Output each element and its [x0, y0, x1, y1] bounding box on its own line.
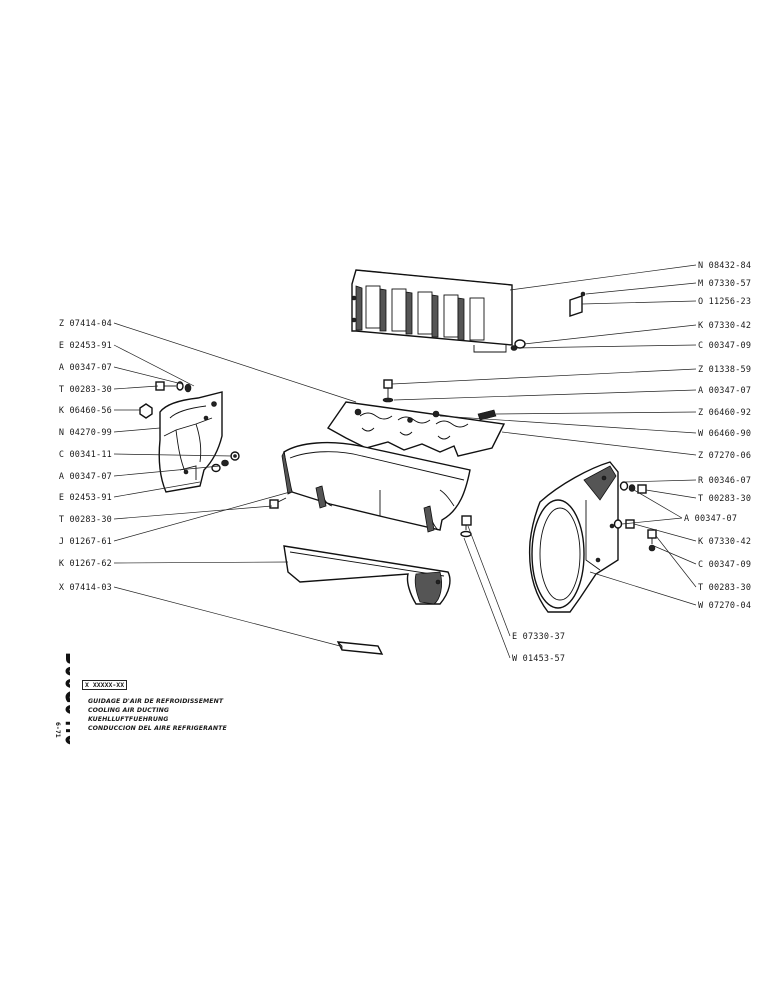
label-e-07330-37: E 07330-37: [512, 632, 565, 642]
label-k-06460-56: K 06460-56: [59, 406, 112, 416]
right-lower-bolt-set: [647, 529, 657, 552]
label-a-00347-07: A 00347-07: [59, 363, 112, 373]
label-w-01453-57: W 01453-57: [512, 654, 565, 664]
label-a-00347-07-2: A 00347-07: [59, 472, 112, 482]
label-z-01338-59: Z 01338-59: [698, 365, 751, 375]
foam-strip-part: [336, 641, 384, 655]
left-duct-bolt: [269, 497, 287, 509]
title-spanish: CONDUCCION DEL AIRE REFRIGERANTE: [88, 725, 227, 732]
label-k-01267-62: K 01267-62: [59, 559, 112, 569]
label-a-00347-07-r: A 00347-07: [698, 386, 751, 396]
leader-lines-bottom: [463, 525, 511, 659]
label-c-00341-11: C 00341-11: [59, 450, 112, 460]
label-x-07414-03: X 07414-03: [59, 583, 112, 593]
model-code: X XXXXX-XX: [82, 680, 128, 690]
sheet-code: B06G04.0: [58, 652, 70, 746]
label-w-07270-04: W 07270-04: [698, 601, 751, 611]
label-e-02453-91: E 02453-91: [59, 341, 112, 351]
lower-cover-part: [283, 545, 451, 605]
label-a-00347-07-r2: A 00347-07: [684, 514, 737, 524]
label-w-06460-90: W 06460-90: [698, 429, 751, 439]
right-upper-bolt-set: [619, 481, 647, 494]
main-duct-housing-part: [281, 441, 471, 533]
sheet-date: 6-71: [54, 722, 62, 738]
label-k-07330-42: K 07330-42: [698, 321, 751, 331]
label-t-00283-30-2: T 00283-30: [59, 515, 112, 525]
label-o-11256-23: O 11256-23: [698, 297, 751, 307]
leader-lines-right: [391, 264, 697, 606]
part-labels-left: Z 07414-04 E 02453-91 A 00347-07 T 00283…: [59, 319, 112, 593]
label-z-07414-04: Z 07414-04: [59, 319, 112, 329]
leader-lines-left: [113, 322, 357, 647]
fan-shroud-part: [528, 461, 619, 613]
part-labels-bottom: E 07330-37 W 01453-57: [512, 632, 565, 664]
label-z-06460-92: Z 06460-92: [698, 408, 751, 418]
title-french: GUIDAGE D'AIR DE REFROIDISSEMENT: [88, 698, 224, 705]
part-labels-right: N 08432-84 M 07330-57 O 11256-23 K 07330…: [684, 261, 751, 611]
label-t-00283-30-r: T 00283-30: [698, 494, 751, 504]
vertical-bolt-part: [382, 379, 394, 403]
label-e-02453-91-2: E 02453-91: [59, 493, 112, 503]
sheet-code-block: B06G04.0: [58, 652, 70, 746]
hex-nut-part: [139, 403, 153, 419]
center-bolt-set: [460, 515, 472, 538]
baffle-nut-part: [510, 339, 526, 351]
label-n-08432-84: N 08432-84: [698, 261, 751, 271]
title-block: X XXXXX-XX GUIDAGE D'AIR DE REFROIDISSEM…: [80, 678, 230, 744]
label-r-00346-07: R 00346-07: [698, 476, 751, 486]
label-n-04270-99: N 04270-99: [59, 428, 112, 438]
left-side-panel-part: [158, 391, 223, 493]
title-english: COOLING AIR DUCTING: [88, 707, 170, 714]
label-m-07330-57: M 07330-57: [698, 279, 751, 289]
top-baffle-part: [351, 269, 513, 353]
label-z-07270-06: Z 07270-06: [698, 451, 751, 461]
label-c-00347-09: C 00347-09: [698, 341, 751, 351]
label-c-00347-09-r2: C 00347-09: [698, 560, 751, 570]
left-top-bolt-set: [155, 381, 192, 393]
label-j-01267-61: J 01267-61: [59, 537, 112, 547]
label-t-00283-30-r2: T 00283-30: [698, 583, 751, 593]
small-clip-part: [569, 291, 586, 317]
label-k-07330-42-r2: K 07330-42: [698, 537, 751, 547]
left-bottom-bolt-set: [211, 451, 240, 473]
label-t-00283-30: T 00283-30: [59, 385, 112, 395]
title-german: KUEHLLUFTFUEHRUNG: [88, 716, 169, 723]
